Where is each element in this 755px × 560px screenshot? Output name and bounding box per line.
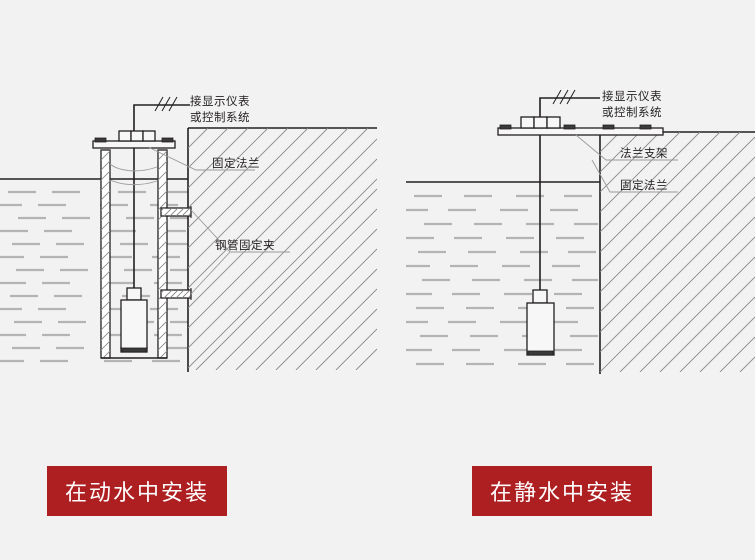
panel-flowing-water: 接显示仪表 或控制系统 固定法兰 钢管固定夹 [0, 0, 377, 440]
flange-block-3 [546, 116, 561, 129]
stilling-pipe-right-wall [157, 149, 168, 359]
flange-block-2 [130, 130, 144, 142]
level-probe [526, 289, 555, 356]
pipe-clamp-upper [160, 206, 192, 218]
bracket-bolt-1 [499, 124, 512, 130]
probe-tip [121, 347, 147, 353]
probe-tip [527, 350, 554, 356]
water-hatch [406, 194, 598, 366]
label-flange-bracket: 法兰支架 [575, 134, 678, 161]
flange-block-1 [520, 116, 535, 129]
caption-still-water: 在静水中安装 [472, 466, 652, 516]
stilling-pipe-left-hatch [101, 150, 110, 358]
label-signal-line1: 接显示仪表 [190, 94, 250, 108]
flange-bolt-right [161, 137, 174, 143]
fixed-flange [520, 116, 561, 129]
panel-still-water: 接显示仪表 或控制系统 法兰支架 固定法兰 [378, 0, 755, 440]
pipe-clamp-lower [160, 288, 192, 300]
bracket-plate [497, 127, 664, 136]
diagram-flowing-water: 接显示仪表 或控制系统 固定法兰 钢管固定夹 [0, 94, 377, 372]
label-fixed-flange: 固定法兰 [591, 159, 678, 193]
stilling-pipe [100, 149, 168, 359]
label-signal: 接显示仪表 或控制系统 [190, 94, 250, 124]
water-body [406, 181, 600, 366]
level-probe [120, 287, 148, 353]
probe-body [526, 302, 555, 356]
diagram-still-water: 接显示仪表 或控制系统 法兰支架 固定法兰 [406, 89, 755, 374]
label-pipe-clamp: 钢管固定夹 [190, 209, 290, 295]
bracket-bolt-2 [563, 124, 576, 130]
flange-bolt-left [94, 137, 107, 143]
stilling-pipe-left-wall [100, 149, 111, 359]
cable-break-marks [552, 89, 576, 105]
probe-neck [126, 287, 142, 301]
bracket-bolt-3 [602, 124, 615, 130]
flange-block-3 [142, 130, 156, 142]
label-signal: 接显示仪表 或控制系统 [602, 89, 662, 119]
label-fixed-flange-text: 固定法兰 [620, 178, 668, 192]
caption-flowing-water: 在动水中安装 [47, 466, 227, 516]
pipe-meniscus [109, 163, 158, 186]
cable-to-display [133, 96, 190, 131]
flange-block-1 [118, 130, 132, 142]
label-signal-line2: 或控制系统 [190, 110, 250, 124]
label-signal-line2: 或控制系统 [602, 105, 662, 119]
label-signal-line1: 接显示仪表 [602, 89, 662, 103]
ground-wall [599, 131, 755, 374]
label-pipe-clamp-text: 钢管固定夹 [215, 238, 275, 252]
label-flange-bracket-text: 法兰支架 [620, 146, 668, 160]
label-fixed-flange-text: 固定法兰 [212, 156, 260, 170]
cable-break-marks [154, 96, 178, 112]
flange-block-2 [533, 116, 548, 129]
label-fixed-flange: 固定法兰 [147, 146, 260, 171]
fixed-flange [92, 130, 176, 149]
flange-bracket [497, 124, 664, 136]
stilling-pipe-right-hatch [158, 150, 167, 358]
probe-neck [532, 289, 548, 304]
bracket-bolt-4 [639, 124, 652, 130]
ground-hatch [600, 132, 755, 372]
probe-body [120, 299, 148, 353]
cable-to-display [539, 89, 600, 117]
